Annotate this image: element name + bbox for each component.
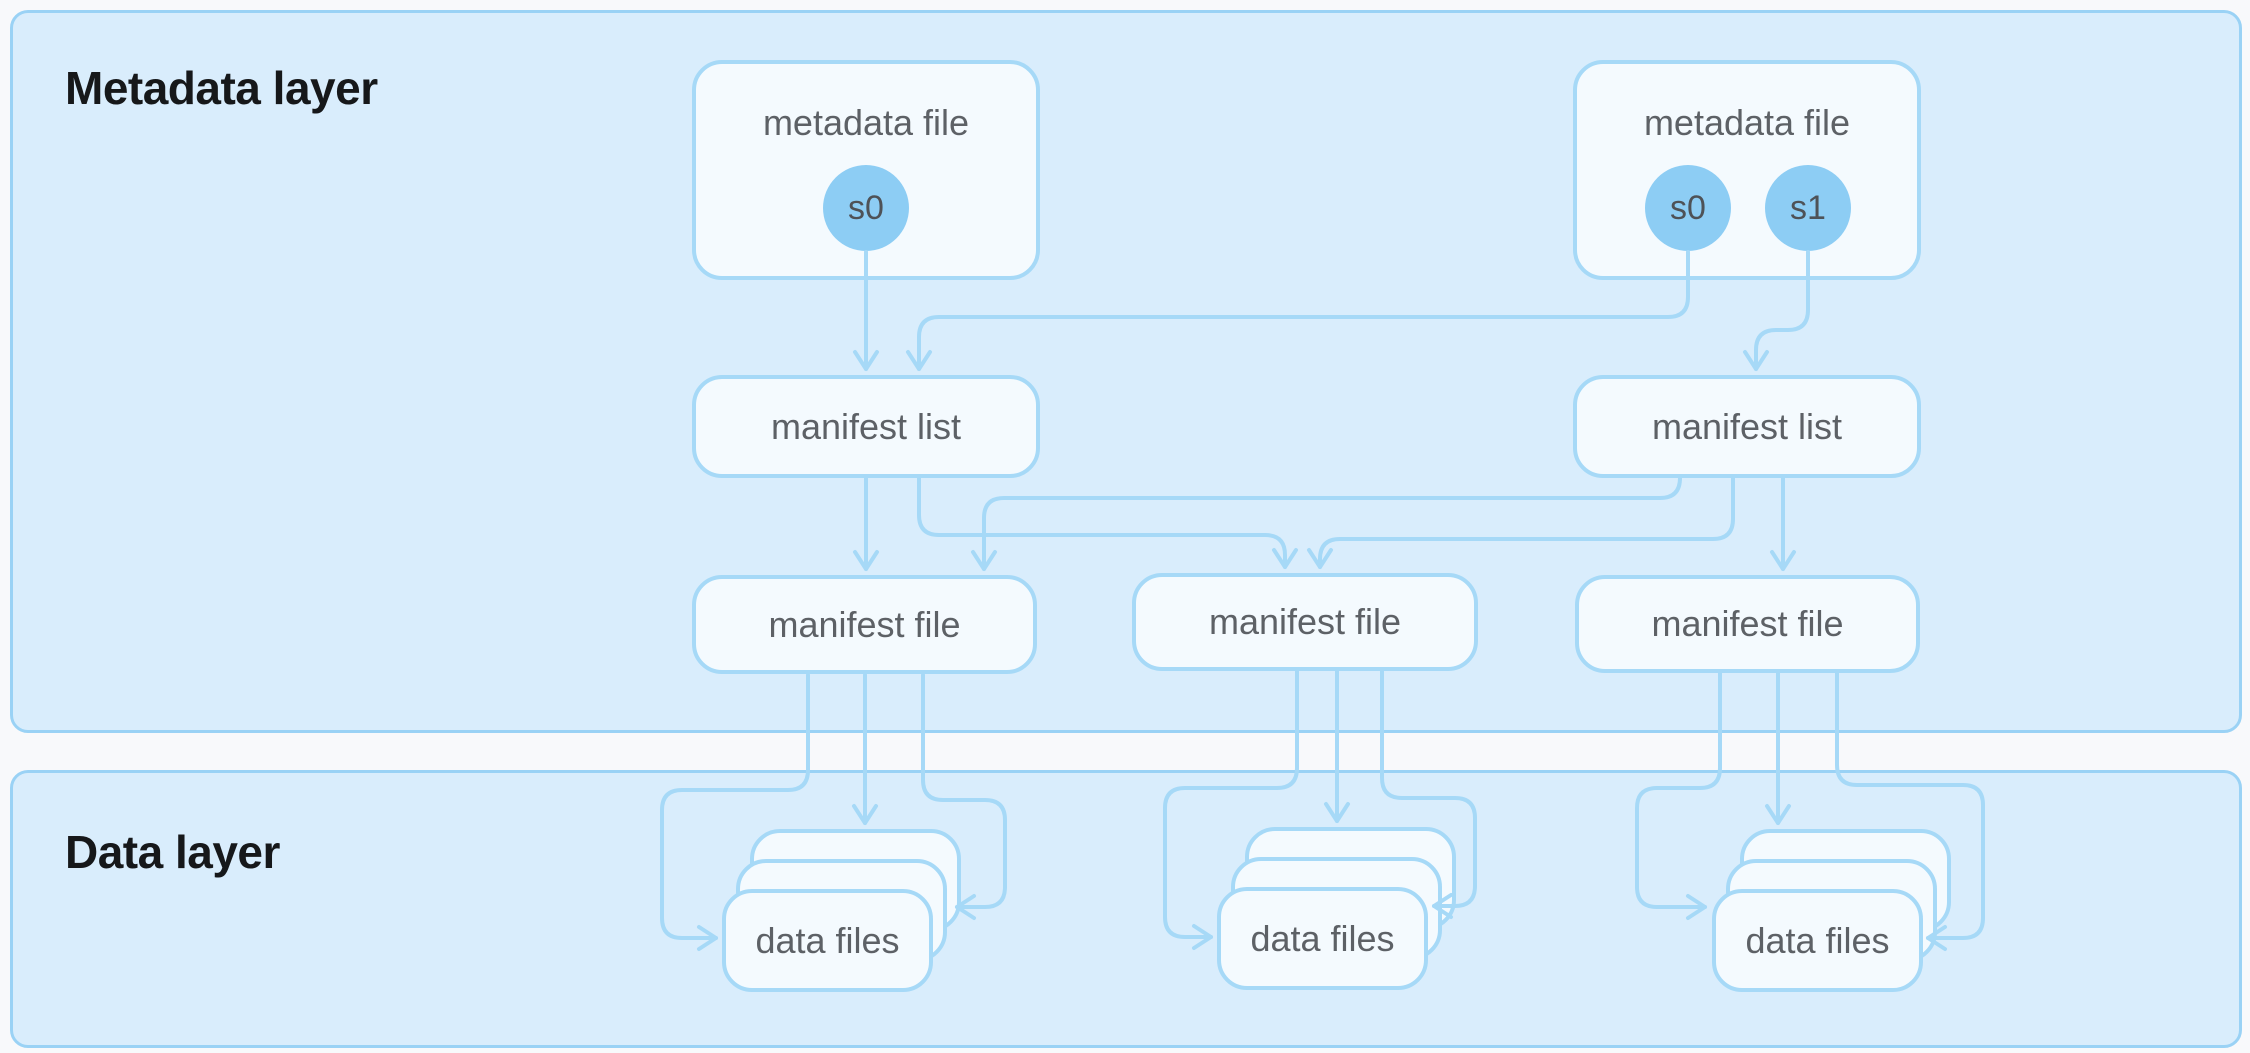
data-files-right-node: data files — [1712, 889, 1923, 992]
manifest-list-left-node: manifest list — [692, 375, 1040, 478]
data-files-left-label: data files — [755, 919, 900, 961]
metadata-layer-title: Metadata layer — [65, 62, 378, 114]
manifest-file-center-label: manifest file — [1208, 601, 1402, 642]
snapshot-s1-right-badge: s1 — [1765, 165, 1851, 251]
manifest-file-left-node: manifest file — [692, 575, 1037, 674]
snapshot-s0-right-badge: s0 — [1645, 165, 1731, 251]
data-files-center-label: data files — [1250, 917, 1395, 959]
manifest-file-center-node: manifest file — [1132, 573, 1478, 671]
metadata-file-left-label: metadata file — [762, 102, 970, 143]
manifest-list-right-label: manifest list — [1651, 405, 1843, 447]
data-files-center-node: data files — [1217, 887, 1428, 990]
metadata-file-right-node: metadata file — [1573, 60, 1921, 280]
metadata-file-right-label: metadata file — [1643, 102, 1851, 143]
data-layer-title: Data layer — [65, 826, 280, 878]
manifest-file-right-node: manifest file — [1575, 575, 1920, 673]
data-files-left-node: data files — [722, 889, 933, 992]
manifest-file-left-label: manifest file — [768, 603, 961, 645]
manifest-list-left-label: manifest list — [770, 405, 962, 447]
manifest-file-right-label: manifest file — [1651, 603, 1844, 644]
snapshot-s0-left-badge: s0 — [823, 165, 909, 251]
manifest-list-right-node: manifest list — [1573, 375, 1921, 478]
data-files-right-label: data files — [1745, 919, 1890, 961]
